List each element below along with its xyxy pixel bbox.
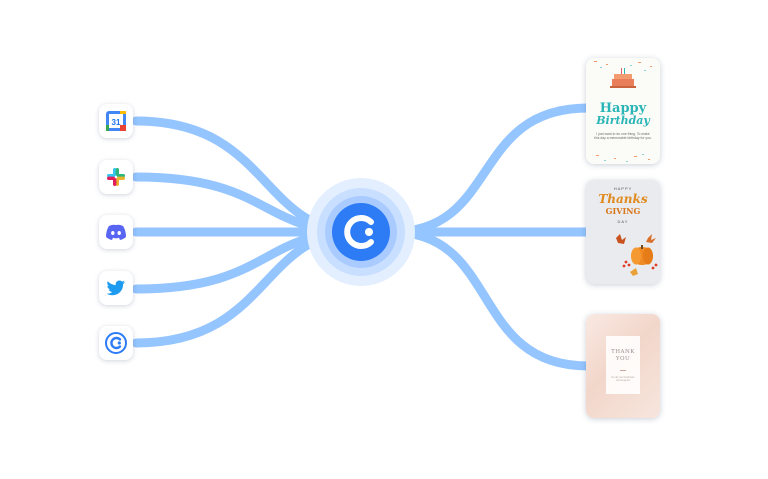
thank-you-sub: for all your kindness and support (611, 376, 635, 382)
thank-you-panel: THANK YOU for all your kindness and supp… (606, 336, 640, 394)
thanksgiving-line1: Thanks (598, 192, 648, 206)
svg-text:31: 31 (112, 118, 121, 127)
twitter-bird-icon[interactable] (99, 271, 133, 305)
birthday-title-line1: Happy (599, 101, 647, 116)
thanksgiving-top-text: HAPPY (613, 186, 633, 191)
calendar-app-logo-icon[interactable] (99, 326, 133, 360)
thank-you-line1: THANK (611, 349, 635, 355)
birthday-card[interactable]: Happy Birthday I just want to do one thi… (586, 58, 660, 164)
slack-icon[interactable] (99, 160, 133, 194)
link-birthday-card (387, 103, 593, 237)
google-calendar-glyph: 31 (106, 111, 126, 131)
thank-you-card[interactable]: THANK YOU for all your kindness and supp… (586, 314, 660, 418)
thanksgiving-line2: GIVING (605, 206, 641, 216)
birthday-note: I just want to do one thing. To make thi… (594, 132, 652, 141)
confetti-decoration-icon (594, 61, 652, 162)
cake-icon (610, 68, 636, 88)
hub-logo-icon (332, 203, 390, 261)
google-calendar-icon[interactable]: 31 (99, 104, 133, 138)
link-thankyou-card (387, 227, 593, 371)
thank-you-line2: YOU (615, 356, 631, 362)
pumpkin-leaves-icon (616, 234, 658, 276)
thank-you-divider (620, 370, 626, 371)
birthday-title-line2: Birthday (596, 114, 650, 127)
discord-icon[interactable] (99, 215, 133, 249)
thanksgiving-bottom-text: DAY (617, 219, 629, 224)
thanksgiving-card[interactable]: HAPPY Thanks GIVING DAY (586, 180, 660, 284)
